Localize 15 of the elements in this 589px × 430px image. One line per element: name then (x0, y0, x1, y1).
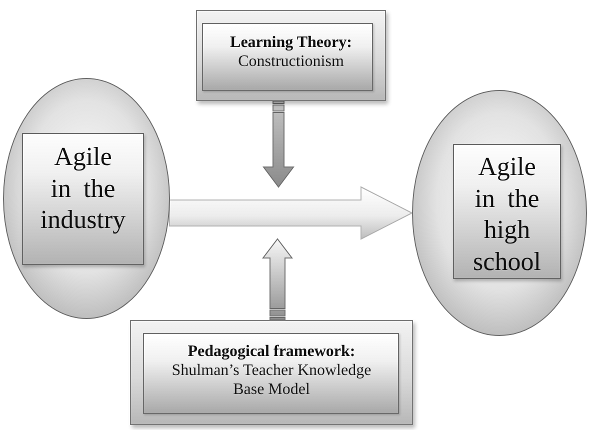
node-label: Agile in the high school (472, 151, 542, 277)
block-arrow (168, 186, 414, 240)
oval-node (3, 78, 170, 319)
box-text: Constructionism (238, 52, 344, 71)
block-arrow (262, 100, 294, 188)
oval-node (412, 90, 587, 336)
box-heading: Learning Theory: (230, 33, 352, 52)
label-box (453, 144, 561, 279)
framed-text-box (130, 320, 413, 425)
label-box (22, 133, 144, 265)
block-arrow (262, 238, 294, 320)
framed-text-box (196, 10, 386, 101)
box-text: Shulman’s Teacher Knowledge Base Model (170, 361, 372, 399)
node-label: Agile in the industry (40, 141, 126, 236)
box-heading: Pedagogical framework: (188, 342, 356, 361)
